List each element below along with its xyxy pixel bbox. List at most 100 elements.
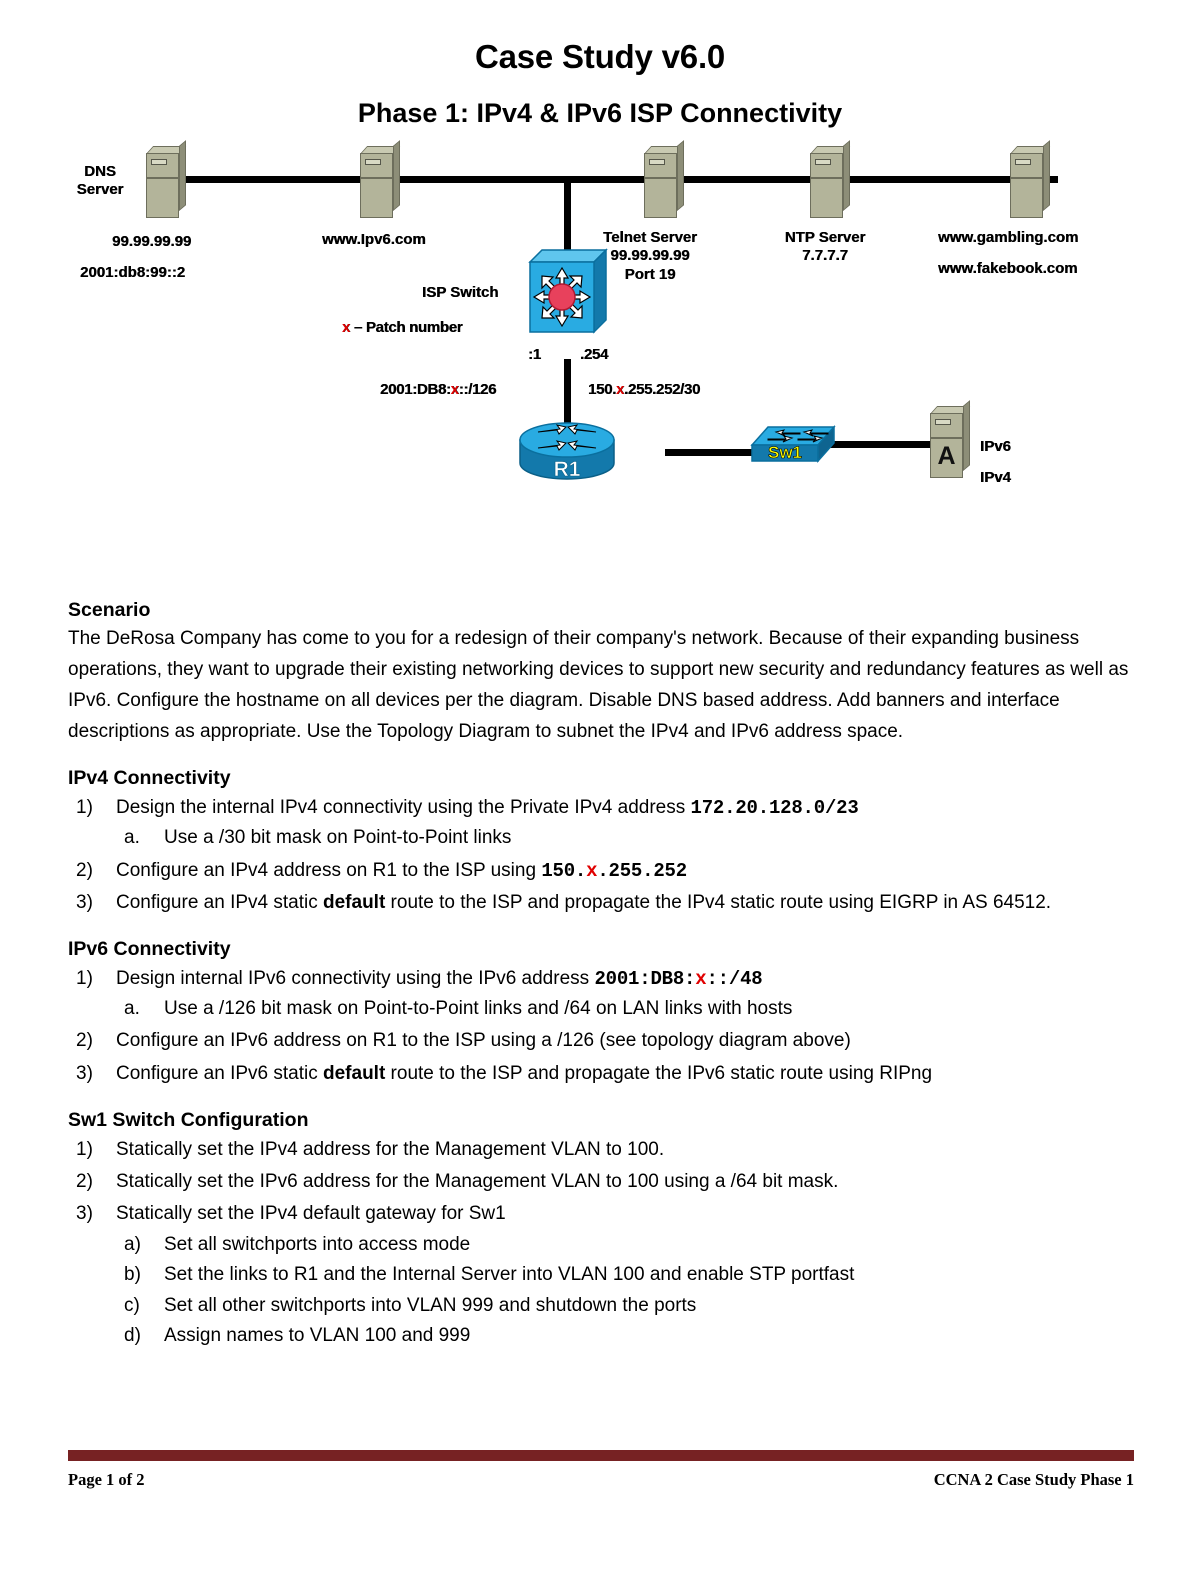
sw1-heading: Sw1 Switch Configuration [68,1109,309,1132]
list-text: Configure an IPv6 static [116,1062,323,1084]
list-marker: 1) [76,967,93,989]
sw1-list: 1) Statically set the IPv4 address for t… [68,1135,1134,1352]
list-text: Set the links to R1 and the Internal Ser… [164,1264,855,1286]
dns-server-label: DNS Server [76,163,124,199]
scenario-paragraph: The DeRosa Company has come to you for a… [68,628,1129,742]
isp-switch-label: ISP Switch [422,284,499,301]
dns-ipv4-address: 99.99.99.99 [112,233,192,250]
ipv6-connectivity-section: IPv6 Connectivity 1) Design internal IPv… [68,937,1134,1089]
scenario-section: Scenario The DeRosa Company has come to … [68,598,1134,747]
list-text: Assign names to VLAN 100 and 999 [164,1324,471,1346]
switch-name-text: Sw1 [768,443,802,462]
router-name-text: R1 [554,458,581,481]
page-footer: Page 1 of 2 CCNA 2 Case Study Phase 1 [68,1470,1134,1490]
list-text: route to the ISP and propagate the IPv4 … [385,891,1052,913]
list-item: d) Assign names to VLAN 100 and 999 [116,1321,1134,1351]
list-marker: b) [124,1264,141,1286]
list-text: Design internal IPv6 connectivity using … [116,967,595,989]
isp-link-ipv6-prefix: 2001:DB8:x::/126 [380,381,497,398]
ipv6-web-server-icon [360,140,401,218]
ntp-server-label: NTP Server 7.7.7.7 [784,229,866,265]
fakebook-site-label: www.fakebook.com [938,260,1078,277]
sw1-sublist: a) Set all switchports into access mode … [116,1230,1134,1352]
isp-link-ipv6-host-id: :1 [528,346,541,363]
host-a-letter: A [937,442,956,470]
isp-switch-to-r1-link [564,359,571,472]
host-a-ipv6-label: IPv6 [980,438,1011,455]
list-item: 3) Configure an IPv4 static default rout… [68,888,1134,918]
ipv4-sublist: a. Use a /30 bit mask on Point-to-Point … [116,823,1134,853]
gambling-site-label: www.gambling.com [938,229,1079,246]
sw1-to-host-link [830,441,940,448]
list-marker: a. [124,827,140,849]
list-item: 3) Configure an IPv6 static default rout… [68,1059,1134,1089]
list-marker: 2) [76,1030,93,1052]
gambling-server-icon [1010,140,1051,218]
ipv6-heading: IPv6 Connectivity [68,938,231,961]
r1-to-sw1-link [665,449,760,456]
ipv6-site-label: www.Ipv6.com [322,231,426,248]
ipv4-connectivity-section: IPv4 Connectivity 1) Design the internal… [68,766,1134,918]
list-marker: 3) [76,1203,93,1225]
scenario-heading: Scenario [68,599,151,621]
router-glyph: R1 [519,422,615,481]
footer-page-number: Page 1 of 2 [68,1470,145,1489]
patch-number-legend: x – Patch number [342,319,463,336]
list-text: Set all switchports into access mode [164,1233,471,1255]
list-text: Set all other switchports into VLAN 999 … [164,1294,697,1316]
list-marker: d) [124,1324,141,1346]
ipv4-heading: IPv4 Connectivity [68,767,231,790]
isp-switch-icon [522,246,608,338]
emphasis-default: default [323,891,386,913]
host-a-icon: A [930,400,971,478]
list-item: b) Set the links to R1 and the Internal … [116,1260,1134,1290]
list-marker: 1) [76,1138,93,1160]
list-item: 1) Statically set the IPv4 address for t… [68,1135,1134,1165]
page-title: Case Study v6.0 [474,38,726,75]
list-text: Statically set the IPv6 address for the … [116,1170,839,1192]
telnet-server-label: Telnet Server 99.99.99.99 Port 19 [603,229,697,283]
isp-backbone-link [158,176,1058,183]
ipv4-private-address: 172.20.128.0/23 [690,796,859,819]
list-item: 1) Design the internal IPv4 connectivity… [68,793,1134,854]
switch-sw1-icon: Sw1 [750,419,836,469]
list-text: Statically set the IPv4 default gateway … [116,1203,506,1225]
list-item: a) Set all switchports into access mode [116,1230,1134,1260]
list-text: route to the ISP and propagate the IPv6 … [385,1062,933,1084]
list-marker: a) [124,1233,141,1255]
list-marker: 2) [76,1170,93,1192]
list-marker: 1) [76,796,93,818]
list-item: 2) Statically set the IPv6 address for t… [68,1167,1134,1197]
isp-link-ipv4-prefix: 150.x.255.252/30 [588,381,700,398]
list-item: 2) Configure an IPv4 address on R1 to th… [68,856,1134,886]
list-text: Statically set the IPv4 address for the … [116,1138,665,1160]
list-item: c) Set all other switchports into VLAN 9… [116,1291,1134,1321]
list-text: Configure an IPv4 address on R1 to the I… [116,859,542,881]
isp-link-ipv4-host-id: .254 [580,346,608,363]
list-text: Configure an IPv6 address on R1 to the I… [116,1030,851,1052]
router-r1-icon: R1 [516,418,618,484]
ipv6-list: 1) Design internal IPv6 connectivity usi… [68,964,1134,1090]
ntp-server-icon [810,140,851,218]
list-marker: 2) [76,859,93,881]
dns-ipv6-address: 2001:db8:99::2 [80,264,186,281]
switch-glyph: Sw1 [750,425,836,463]
ipv4-isp-address: 150.x.255.252 [541,859,687,882]
ipv6-site-prefix: 2001:DB8:x::/48 [594,967,763,990]
page-subtitle: Phase 1: IPv4 & IPv6 ISP Connectivity [357,98,843,128]
list-text: Configure an IPv4 static [116,891,323,913]
topology-diagram: DNS Server 99.99.99.99 2001:db8:99::2 ww… [50,140,1150,511]
list-text: Use a /126 bit mask on Point-to-Point li… [164,998,793,1020]
dns-server-icon [146,140,187,218]
telnet-server-icon [644,140,685,218]
ipv4-list: 1) Design the internal IPv4 connectivity… [68,793,1134,919]
list-item: 1) Design internal IPv6 connectivity usi… [68,964,1134,1025]
document-body: Scenario The DeRosa Company has come to … [68,598,1134,1370]
list-marker: 3) [76,891,93,913]
list-marker: 3) [76,1062,93,1084]
list-marker: c) [124,1294,140,1316]
list-text: Design the internal IPv4 connectivity us… [116,796,691,818]
list-marker: a. [124,998,140,1020]
patch-number-variable: x [342,319,351,336]
list-item: a. Use a /30 bit mask on Point-to-Point … [116,823,1134,853]
